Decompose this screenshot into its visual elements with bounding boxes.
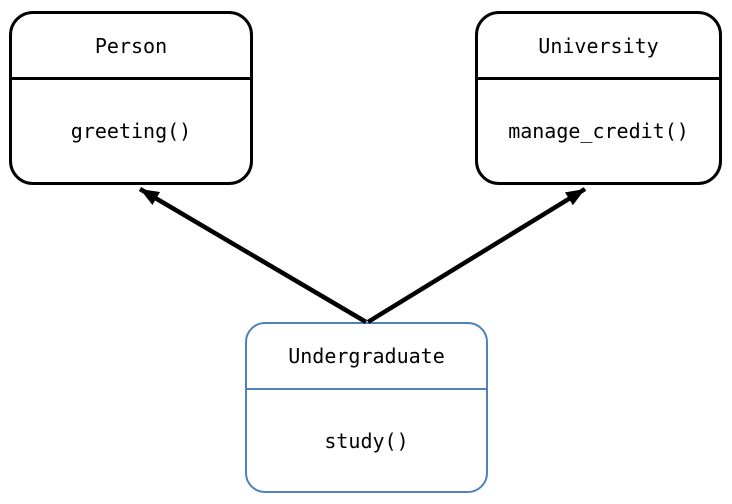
inheritance-arrow-undergraduate-to-person [138, 187, 368, 324]
class-method-manage-credit: manage_credit() [508, 119, 689, 143]
class-name-university: University [478, 14, 719, 80]
class-box-person: Person greeting() [9, 11, 253, 185]
class-method-greeting: greeting() [70, 119, 192, 143]
class-name-person: Person [12, 14, 250, 80]
class-box-university: University manage_credit() [475, 11, 722, 185]
inheritance-arrow-undergraduate-to-university [366, 187, 587, 324]
class-name-undergraduate: Undergraduate [247, 324, 486, 390]
class-method-study: study() [324, 428, 409, 453]
class-box-undergraduate: Undergraduate study() [245, 322, 488, 493]
